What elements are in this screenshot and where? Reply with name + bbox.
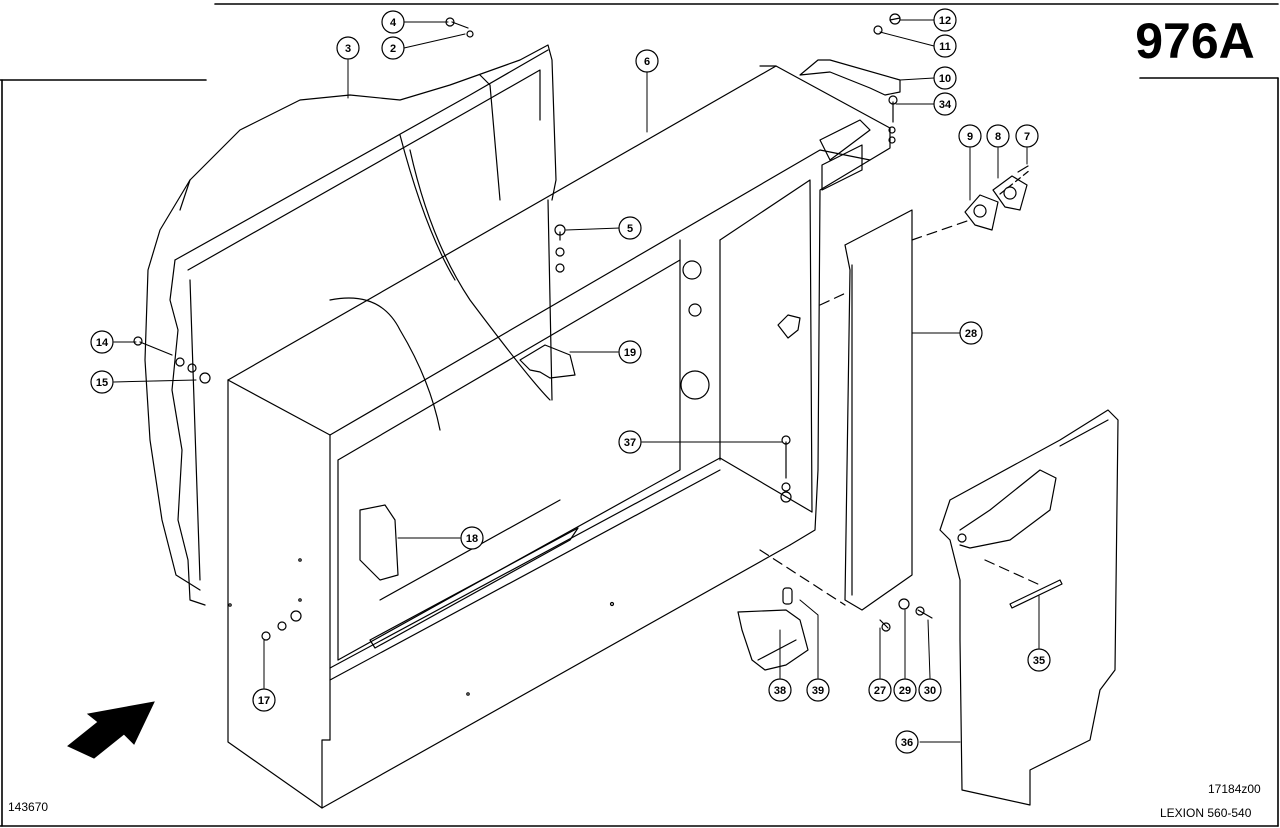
callout-circle <box>806 678 830 702</box>
callout-10: 10 <box>933 66 957 90</box>
callout-label: 15 <box>96 377 108 389</box>
callout-circle <box>90 370 114 394</box>
callout-label: 19 <box>624 347 636 359</box>
callout-34: 34 <box>933 92 957 116</box>
shield-36 <box>939 409 1119 806</box>
callout-label: 38 <box>774 685 786 697</box>
sheet-number: 143670 <box>8 800 49 814</box>
callout-4: 4 <box>381 10 405 34</box>
callout-38: 38 <box>768 678 792 702</box>
callout-30: 30 <box>918 678 942 702</box>
callout-18: 18 <box>460 526 484 550</box>
callout-36: 36 <box>895 730 919 754</box>
callout-label: 12 <box>939 15 951 27</box>
callout-label: 27 <box>874 685 886 697</box>
callout-37: 37 <box>618 430 642 454</box>
callout-circle <box>635 49 659 73</box>
callout-circle <box>252 688 276 712</box>
callout-circle <box>918 678 942 702</box>
callout-circle <box>768 678 792 702</box>
callout-circle <box>1015 124 1039 148</box>
callout-label: 39 <box>812 685 824 697</box>
callout-label: 14 <box>96 337 109 349</box>
callout-27: 27 <box>868 678 892 702</box>
callout-label: 28 <box>965 328 977 340</box>
hardware <box>133 13 933 641</box>
callout-17: 17 <box>252 688 276 712</box>
model-name: LEXION 560-540 <box>1160 806 1252 820</box>
panel-28 <box>844 209 913 611</box>
callout-label: 5 <box>627 223 633 235</box>
callout-35: 35 <box>1027 648 1051 672</box>
callout-14: 14 <box>90 330 114 354</box>
callout-label: 8 <box>995 131 1001 143</box>
callout-3: 3 <box>336 36 360 60</box>
callout-circle <box>618 340 642 364</box>
callout-label: 34 <box>939 99 952 111</box>
callout-label: 36 <box>901 737 913 749</box>
callout-label: 18 <box>466 533 478 545</box>
callout-label: 29 <box>899 685 911 697</box>
callout-circle <box>933 8 957 32</box>
fan-shroud <box>144 44 557 606</box>
callout-circle <box>90 330 114 354</box>
callout-label: 4 <box>390 17 397 29</box>
callout-circle <box>336 36 360 60</box>
direction-arrow <box>67 701 155 759</box>
callout-19: 19 <box>618 340 642 364</box>
callout-circle <box>618 430 642 454</box>
callout-label: 10 <box>939 73 951 85</box>
leader-lines <box>113 19 1040 743</box>
callout-circle <box>933 92 957 116</box>
callout-label: 11 <box>939 41 951 53</box>
callout-11: 11 <box>933 34 957 58</box>
callout-8: 8 <box>986 124 1010 148</box>
callout-circle <box>933 66 957 90</box>
callout-label: 3 <box>345 43 351 55</box>
callout-circle <box>1027 648 1051 672</box>
callout-28: 28 <box>959 321 983 345</box>
callout-29: 29 <box>893 678 917 702</box>
callout-circle <box>868 678 892 702</box>
callout-2: 2 <box>381 36 405 60</box>
callout-circle <box>958 124 982 148</box>
flange-parts <box>964 165 1031 231</box>
callout-label: 17 <box>258 695 270 707</box>
callout-circle <box>460 526 484 550</box>
diagram-code: 976A <box>1135 13 1255 69</box>
callout-6: 6 <box>635 49 659 73</box>
callout-label: 2 <box>390 43 396 55</box>
reference-number: 17184z00 <box>1208 782 1261 796</box>
callout-circle <box>986 124 1010 148</box>
callout-circle <box>959 321 983 345</box>
callout-9: 9 <box>958 124 982 148</box>
bracket-38 <box>737 609 809 671</box>
bracket-10 <box>799 59 901 96</box>
callout-circle <box>381 36 405 60</box>
radiator-frame <box>227 65 891 809</box>
callout-circle <box>893 678 917 702</box>
callout-circle <box>895 730 919 754</box>
callout-circle <box>618 216 642 240</box>
callout-12: 12 <box>933 8 957 32</box>
callout-circle <box>381 10 405 34</box>
callout-label: 30 <box>924 685 936 697</box>
callout-15: 15 <box>90 370 114 394</box>
callout-label: 37 <box>624 437 636 449</box>
callout-7: 7 <box>1015 124 1039 148</box>
callout-5: 5 <box>618 216 642 240</box>
callout-label: 7 <box>1024 131 1030 143</box>
callout-circle <box>933 34 957 58</box>
callout-label: 35 <box>1033 655 1045 667</box>
callout-39: 39 <box>806 678 830 702</box>
callout-label: 6 <box>644 56 650 68</box>
callout-label: 9 <box>967 131 973 143</box>
